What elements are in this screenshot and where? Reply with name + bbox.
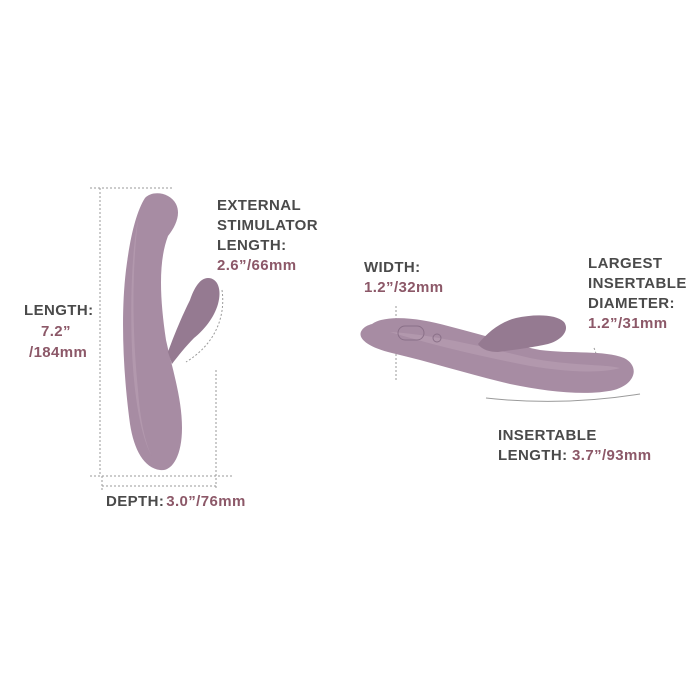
depth-value: 3.0”/76mm	[166, 493, 245, 510]
insertable-length-line1: INSERTABLE	[498, 427, 597, 444]
vertical-product-view	[90, 187, 232, 490]
lying-product-arm	[478, 315, 567, 352]
largest-diameter-label: LARGEST INSERTABLE DIAMETER: 1.2”/31mm	[588, 255, 691, 332]
largest-diameter-line3: DIAMETER:	[588, 295, 675, 312]
external-stimulator-curve-guide	[185, 289, 224, 363]
upright-product-arm	[168, 278, 220, 364]
length-value-mm: /184mm	[29, 344, 87, 361]
insertable-length-line2: LENGTH:	[498, 447, 572, 464]
length-title: LENGTH:	[24, 302, 93, 319]
power-button-icon	[432, 333, 442, 343]
length-value-inch: 7.2”	[41, 323, 71, 340]
width-value: 1.2”/32mm	[364, 279, 443, 296]
lying-product-highlight	[390, 332, 620, 372]
external-stimulator-label: EXTERNAL STIMULATOR LENGTH: 2.6”/66mm	[217, 197, 323, 274]
control-panel-outline	[397, 325, 425, 341]
width-label: WIDTH: 1.2”/32mm	[364, 259, 443, 296]
depth-label: DEPTH:3.0”/76mm	[106, 493, 246, 510]
depth-title: DEPTH:	[106, 493, 164, 510]
horizontal-product-view	[360, 306, 641, 402]
external-stimulator-line1: EXTERNAL	[217, 197, 301, 214]
largest-diameter-line1: LARGEST	[588, 255, 662, 272]
largest-diameter-value: 1.2”/31mm	[588, 315, 667, 332]
insertable-length-value: 3.7”/93mm	[572, 447, 651, 464]
external-stimulator-line3: LENGTH:	[217, 237, 286, 254]
upright-product-highlight	[131, 220, 152, 456]
width-title: WIDTH:	[364, 259, 421, 276]
insertable-length-guide	[485, 393, 641, 402]
largest-diameter-line2: INSERTABLE	[588, 275, 687, 292]
external-stimulator-line2: STIMULATOR	[217, 217, 318, 234]
length-label: LENGTH: 7.2” /184mm	[24, 302, 98, 361]
insertable-length-label: INSERTABLE LENGTH: 3.7”/93mm	[498, 427, 652, 464]
external-stimulator-value: 2.6”/66mm	[217, 257, 296, 274]
